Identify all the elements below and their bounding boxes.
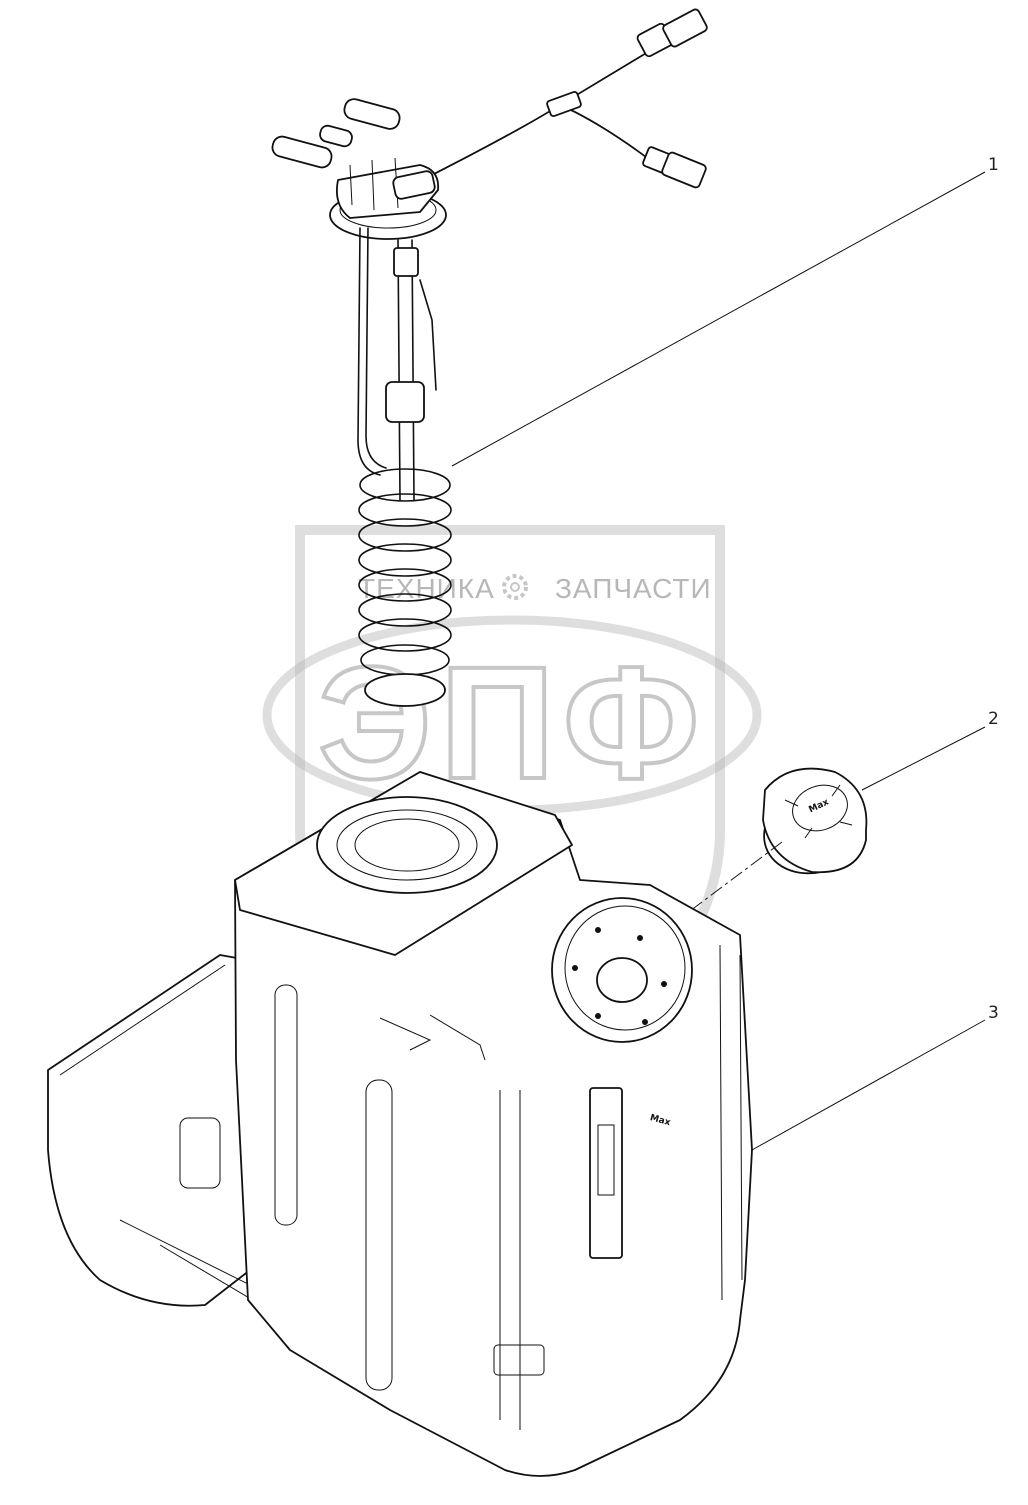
watermark-monogram: ЭПФ [318, 633, 707, 812]
callout-2: 2 [861, 709, 999, 791]
tank: Max [47, 771, 753, 1477]
watermark: ТЕХНИКА ЗАПЧАСТИ ЭПФ [262, 525, 762, 1096]
watermark-right-text: ЗАПЧАСТИ [555, 573, 712, 604]
callout-1: 1 [451, 155, 999, 467]
spring-coil [358, 468, 452, 707]
callout-2-label: 2 [988, 709, 999, 729]
callout-3: 3 [751, 1003, 999, 1151]
callout-3-label: 3 [988, 1003, 999, 1023]
callout-1-label: 1 [988, 155, 999, 175]
filler-cap: Max [762, 767, 868, 875]
gear-icon [502, 574, 528, 600]
fuel-sender [271, 8, 708, 707]
